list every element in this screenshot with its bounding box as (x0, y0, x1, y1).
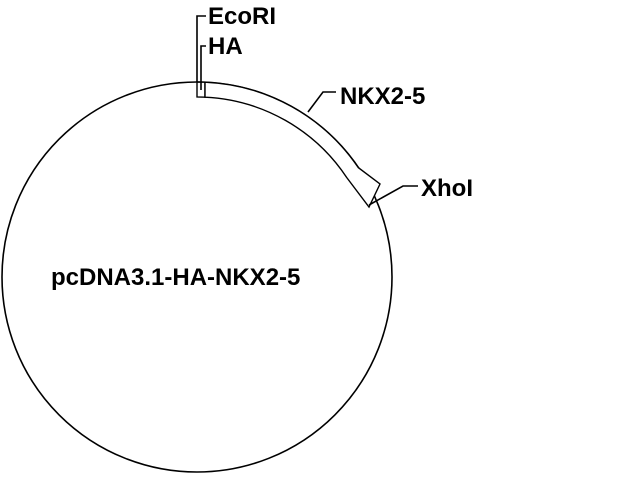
ha-label: HA (208, 33, 243, 60)
xhoi-label: XhoI (421, 175, 473, 202)
nkx2-5-label: NKX2-5 (340, 83, 425, 110)
ecori-label: EcoRI (208, 3, 276, 30)
ha-leader-line (200, 45, 206, 90)
xhoi-leader-line (368, 185, 418, 206)
nkx2-5-leader-line (307, 91, 336, 113)
plasmid-name-label: pcDNA3.1-HA-NKX2-5 (51, 264, 300, 291)
nkx2-5-insert-arrow (204, 81, 381, 209)
ecori-leader-line (196, 15, 206, 82)
